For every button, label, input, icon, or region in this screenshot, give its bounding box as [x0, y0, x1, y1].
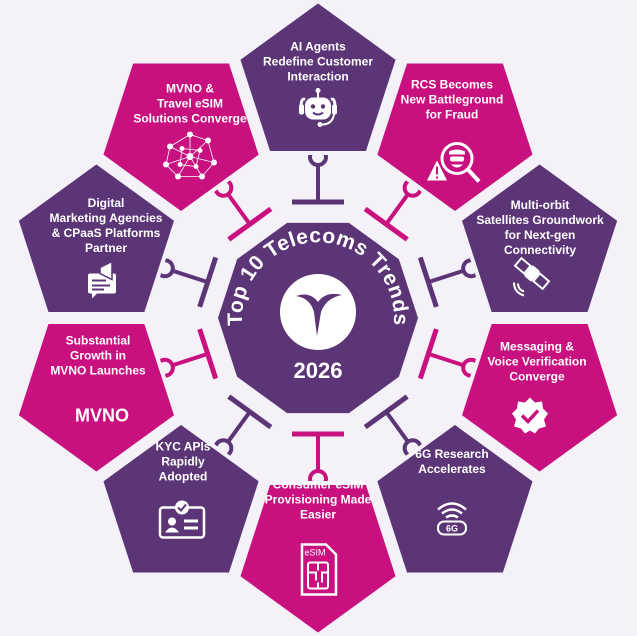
- mvno-label: MVNO: [75, 405, 129, 426]
- trend-label: Digital Marketing Agencies & CPaaS Platf…: [49, 196, 163, 255]
- trend-pentagon: [235, 0, 401, 155]
- trend-pentagon: [14, 320, 179, 477]
- trend-pentagon: [235, 481, 401, 636]
- spoke-connector: [292, 146, 344, 205]
- trend-label: Substantial Growth in MVNO Launches: [50, 333, 146, 378]
- trend-label: KYC APIs Rapidly Adopted: [155, 439, 211, 484]
- trend-label: Multi-orbit Satellites Groundwork for Ne…: [476, 198, 604, 257]
- spoke-connector: [213, 394, 273, 459]
- trend-pentagon: [14, 159, 179, 316]
- trend-label: MVNO & Travel eSIM Solutions Converge: [133, 81, 247, 126]
- trend-pentagon: [457, 159, 622, 316]
- trend-label: 6G Research Accelerates: [415, 447, 489, 476]
- trend-pentagon: [98, 419, 264, 577]
- robot-headset-icon: [296, 88, 340, 137]
- fraud-magnifier-warning-icon: [425, 139, 485, 192]
- people-network-icon: [162, 131, 218, 186]
- trend-pentagon: [372, 59, 538, 217]
- logo-icon: [280, 274, 356, 350]
- esim-card-icon: eSIM: [298, 543, 338, 602]
- trend-label: Messaging & Voice Verification Converge: [487, 339, 587, 384]
- spoke-connector: [363, 177, 423, 242]
- trend-pentagon: [98, 59, 264, 217]
- esim-label: eSIM: [304, 548, 325, 558]
- trend-label: Consumer eSIM Provisioning Made Easier: [264, 477, 372, 522]
- mvno-text-icon: MVNO: [75, 406, 129, 427]
- trend-pentagon: [457, 320, 622, 477]
- trend-label: RCS Becomes New Battleground for Fraud: [400, 77, 504, 122]
- 6g-label: 6G: [446, 524, 458, 534]
- satellite-icon: [508, 254, 552, 303]
- spoke-connector: [417, 328, 482, 380]
- verified-badge-icon: [510, 396, 550, 441]
- id-card-check-icon: [157, 500, 207, 545]
- trend-pentagon: [372, 419, 538, 577]
- 6g-wifi-icon: 6G: [426, 498, 478, 543]
- trend-label: AI Agents Redefine Customer Interaction: [262, 39, 374, 84]
- megaphone-document-icon: [84, 260, 124, 305]
- center-year: 2026: [294, 358, 343, 383]
